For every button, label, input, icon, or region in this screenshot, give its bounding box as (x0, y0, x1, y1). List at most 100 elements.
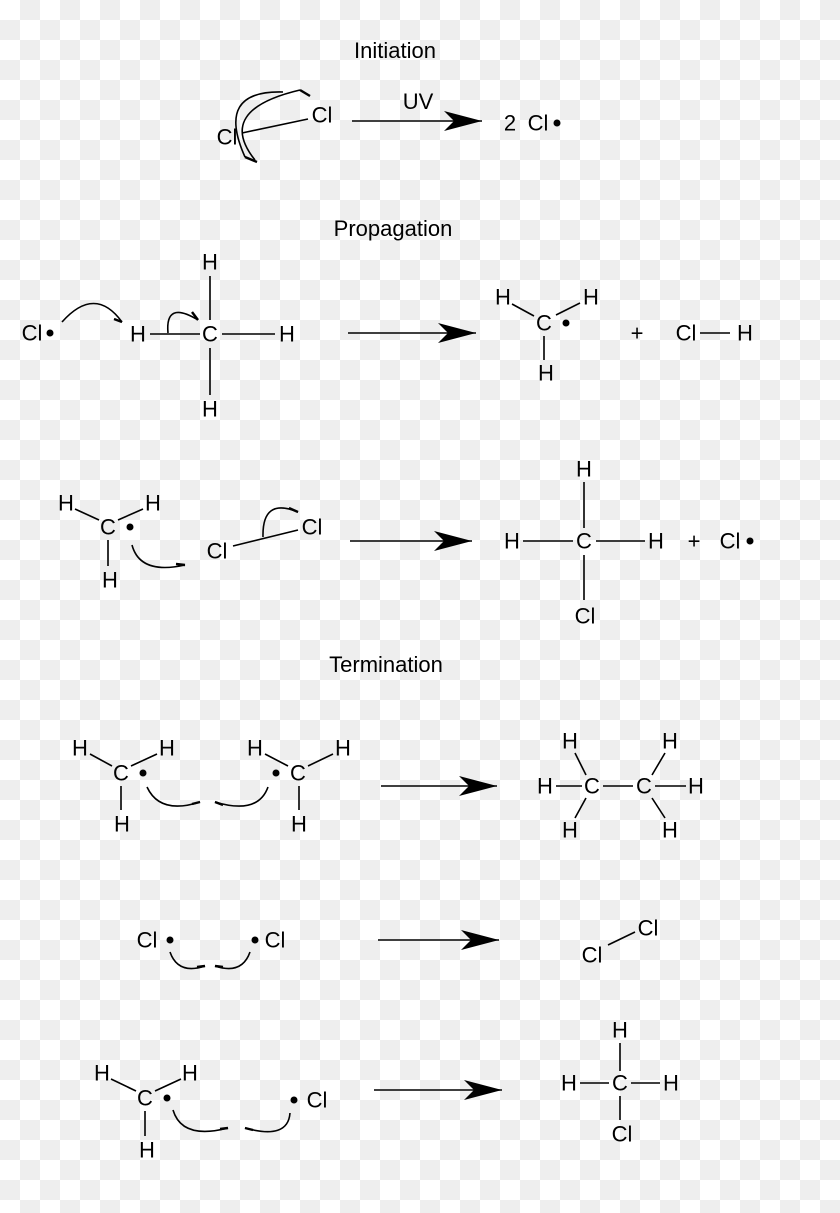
atom-plus: + (688, 529, 701, 554)
half-arrowhead (299, 88, 311, 98)
atom-h: H (72, 736, 88, 761)
atom-h: H (583, 285, 599, 310)
atom-h: H (561, 1071, 577, 1096)
atom-c: C (612, 1071, 628, 1096)
bond (117, 508, 144, 521)
atom-cl: Cl (612, 1122, 633, 1147)
curved-arrow (241, 89, 301, 161)
half-arrowhead (196, 964, 206, 969)
atom-c: C (584, 774, 600, 799)
atom-h: H (662, 818, 678, 843)
heading-propagation: Propagation (334, 216, 453, 241)
atom-h: H (202, 250, 218, 275)
atom-h: H (495, 285, 511, 310)
atom-cl: Cl (265, 928, 286, 953)
atom-h: H (139, 1138, 155, 1163)
atom-h: H (688, 774, 704, 799)
atom-cl: Cl (302, 515, 323, 540)
bond (232, 529, 299, 547)
radical-dot (163, 1094, 171, 1102)
uv-condition-label: UV (403, 89, 434, 114)
coefficient-two: 2 (504, 111, 516, 136)
atom-c: C (576, 529, 592, 554)
atom-c: C (137, 1086, 153, 1111)
atom-h: H (291, 812, 307, 837)
atom-cl: Cl (528, 111, 549, 136)
atom-cl: Cl (676, 321, 697, 346)
atom-plus: + (631, 321, 644, 346)
heading-initiation: Initiation (354, 38, 436, 63)
atom-h: H (279, 322, 295, 347)
bond (89, 753, 113, 767)
atom-h: H (102, 568, 118, 593)
curved-arrow (131, 544, 186, 569)
radical-dot (139, 769, 147, 777)
radical-dot (746, 537, 754, 545)
bond (511, 303, 535, 317)
atom-cl: Cl (582, 943, 603, 968)
half-arrowhead (244, 1126, 254, 1132)
radical-dot (251, 936, 259, 944)
atom-h: H (737, 321, 753, 346)
bond (264, 753, 289, 767)
half-arrowhead (219, 1126, 229, 1131)
atom-h: H (247, 736, 263, 761)
bond (74, 508, 100, 521)
bond (307, 753, 334, 767)
atom-h: H (537, 774, 553, 799)
bond (130, 753, 158, 767)
curved-arrow (214, 786, 269, 807)
atom-h: H (159, 736, 175, 761)
half-arrowhead (214, 800, 224, 807)
atom-h: H (94, 1061, 110, 1086)
atom-cl: Cl (720, 529, 741, 554)
half-arrowhead (288, 506, 299, 514)
bond (154, 1078, 182, 1092)
atom-c: C (636, 774, 652, 799)
atom-cl: Cl (312, 103, 333, 128)
half-arrowhead (244, 155, 258, 164)
curved-arrow (262, 507, 299, 538)
half-arrowhead (175, 562, 186, 567)
bond (607, 931, 636, 946)
half-arrowhead (191, 311, 199, 321)
bond (651, 797, 666, 819)
radical-dot (166, 936, 174, 944)
atom-h: H (130, 322, 146, 347)
bond (555, 302, 581, 316)
atom-h: H (202, 397, 218, 422)
atom-cl: Cl (638, 916, 659, 941)
half-arrowhead (113, 317, 123, 324)
atom-h: H (504, 529, 520, 554)
heading-termination: Termination (329, 652, 443, 677)
atom-cl: Cl (217, 125, 238, 150)
atom-c: C (290, 761, 306, 786)
atom-cl: Cl (307, 1088, 328, 1113)
radical-dot (126, 523, 134, 531)
atom-cl: Cl (575, 604, 596, 629)
atom-c: C (202, 322, 218, 347)
atom-cl: Cl (137, 928, 158, 953)
atom-h: H (612, 1018, 628, 1043)
bond (651, 752, 666, 776)
atom-cl: Cl (22, 321, 43, 346)
atom-h: H (648, 529, 664, 554)
radical-dot (562, 319, 570, 327)
atom-h: H (145, 491, 161, 516)
curved-arrow (172, 1109, 229, 1133)
bond (574, 752, 587, 776)
atom-h: H (576, 457, 592, 482)
curved-arrow (61, 302, 123, 323)
atom-cl: Cl (207, 539, 228, 564)
atom-c: C (100, 515, 116, 540)
atom-c: C (113, 761, 129, 786)
radical-dot (46, 329, 54, 337)
atom-h: H (562, 818, 578, 843)
atom-h: H (562, 729, 578, 754)
radical-dot (553, 119, 561, 127)
atom-h: H (114, 812, 130, 837)
atom-c: C (536, 311, 552, 336)
curved-arrow (167, 311, 199, 334)
bond (241, 118, 309, 134)
